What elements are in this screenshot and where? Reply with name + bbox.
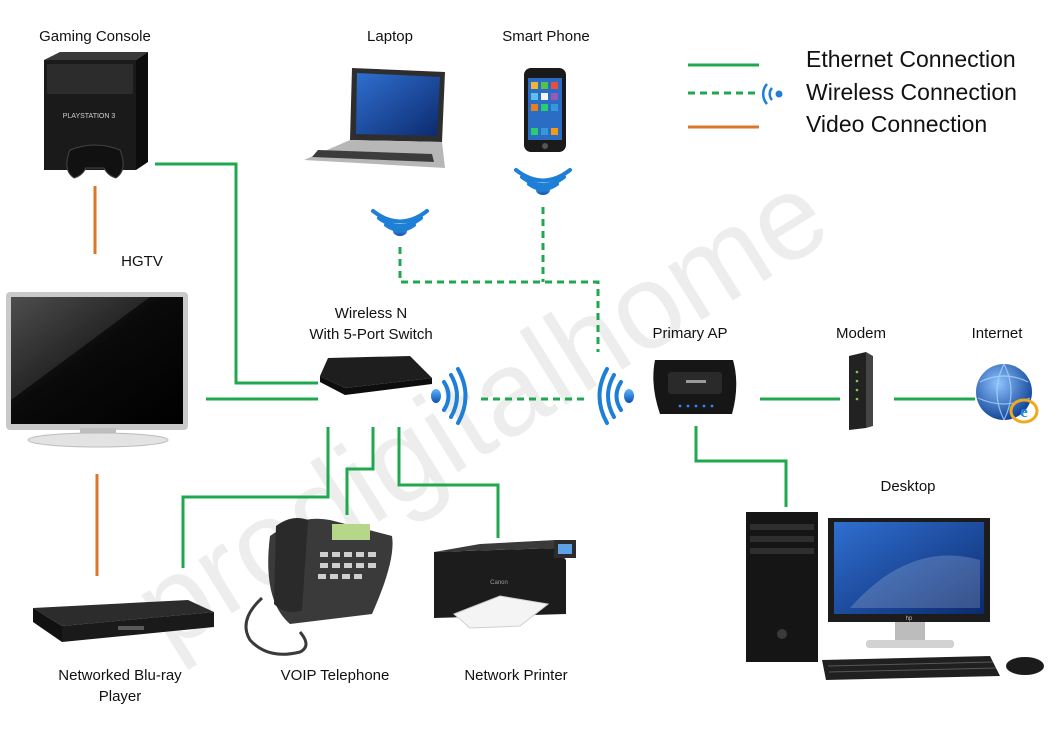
ethernet-line-router-printer (397, 427, 500, 538)
legend-video-label: Video Connection (806, 111, 988, 137)
voip-telephone-label: VOIP Telephone (280, 667, 390, 684)
laptop-icon (304, 68, 445, 168)
smart-phone-label: Smart Phone (502, 28, 590, 45)
network-printer-label: Network Printer (464, 667, 568, 684)
primary-ap-icon (653, 360, 737, 414)
wifi-icon-laptop (371, 209, 429, 236)
desktop-computer-icon: hp (746, 512, 1044, 680)
network-printer-icon: Canon (434, 540, 576, 629)
ethernet-line-router-voip (345, 427, 375, 515)
wifi-icon-router (431, 367, 468, 425)
gaming-console-icon: PLAYSTATION 3 (44, 52, 148, 179)
legend-wifi-icon (762, 83, 783, 105)
router-icon (320, 356, 432, 395)
desktop-brand-text: hp (906, 616, 913, 622)
legend-wireless-label: Wireless Connection (806, 79, 1017, 105)
voip-telephone-icon (244, 518, 393, 656)
legend (688, 63, 783, 129)
bluray-label-line1: Networked Blu-ray (58, 667, 182, 684)
desktop-label: Desktop (880, 478, 936, 495)
router-label-line2: With 5-Port Switch (309, 326, 433, 343)
console-brand-text: PLAYSTATION 3 (63, 113, 116, 120)
laptop-label: Laptop (367, 28, 413, 45)
modem-label: Modem (835, 325, 887, 342)
wireless-line-laptop (398, 247, 600, 352)
router-label-line1: Wireless N (334, 305, 408, 322)
gaming-console-label: Gaming Console (39, 28, 151, 45)
hgtv-label: HGTV (121, 253, 163, 270)
ethernet-line-console-router (155, 162, 318, 385)
tv-icon (6, 292, 188, 448)
smart-phone-icon (524, 68, 566, 152)
ethernet-line-router-bluray (181, 427, 330, 568)
wifi-icon-phone (514, 168, 572, 195)
modem-icon (849, 352, 873, 430)
bluray-player-icon (33, 600, 214, 642)
internet-globe-icon: e (976, 363, 1039, 424)
ethernet-line-ap-desktop (694, 426, 788, 507)
svg-text:e: e (1020, 402, 1028, 421)
primary-ap-label: Primary AP (652, 325, 728, 342)
internet-label: Internet (971, 325, 1023, 342)
bluray-label-line2: Player (98, 688, 142, 705)
printer-brand-text: Canon (490, 580, 508, 586)
legend-ethernet-label: Ethernet Connection (806, 46, 1016, 72)
wifi-icon-ap (597, 367, 634, 425)
